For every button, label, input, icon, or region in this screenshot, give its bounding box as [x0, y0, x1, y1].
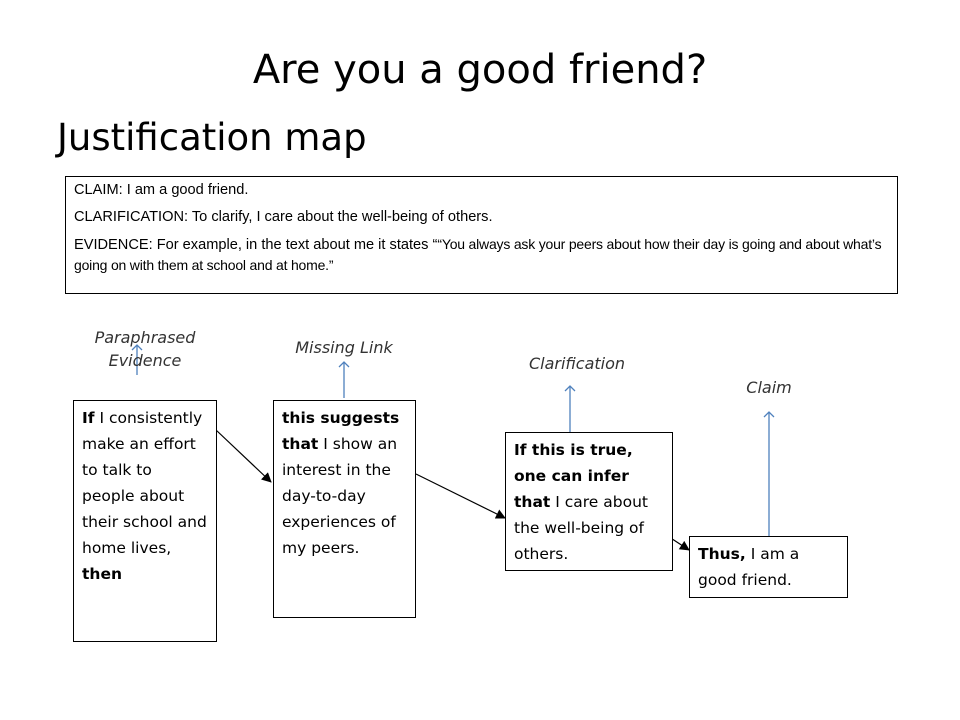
evidence-line: EVIDENCE: For example, in the text about…: [74, 234, 891, 276]
label-paraphrased-evidence: Paraphrased Evidence: [94, 328, 196, 370]
label-clarification: Clarification: [528, 354, 626, 373]
evidence-intro: EVIDENCE: For example, in the text about…: [74, 237, 438, 253]
page-title: Are you a good friend?: [252, 47, 708, 93]
label-claim: Claim: [746, 378, 792, 397]
evidence-box-bold-end: then: [82, 565, 122, 583]
connector-1: [215, 429, 272, 483]
clarification-box: If this is true, one can infer that I ca…: [505, 432, 673, 571]
missing-link-box-text: I show an interest in the day-to-day exp…: [282, 435, 398, 557]
evidence-box-bold-start: If: [82, 409, 95, 427]
claim-box: Thus, I am a good friend.: [689, 536, 848, 598]
missing-link-box: this suggests that I show an interest in…: [273, 400, 416, 618]
evidence-box: If I consistently make an effort to talk…: [73, 400, 217, 642]
page-subtitle: Justification map: [57, 116, 367, 159]
evidence-quote: “You always ask your peers about how the…: [74, 236, 882, 273]
label-missing-link: Missing Link: [295, 338, 393, 357]
clarification-box-text: I care about the well-being of others.: [514, 493, 648, 563]
claim-line: CLAIM: I am a good friend.: [74, 182, 249, 198]
missing-link-box-bold: this suggests that: [282, 409, 400, 453]
evidence-box-text: I consistently make an effort to talk to…: [82, 409, 207, 557]
clarification-line: CLARIFICATION: To clarify, I care about …: [74, 209, 493, 225]
connector-2: [415, 473, 506, 519]
claim-box-bold: Thus,: [698, 545, 746, 563]
clarification-box-bold: If this is true, one can infer that: [514, 441, 633, 511]
claim-summary-box: CLAIM: I am a good friend. CLARIFICATION…: [65, 176, 898, 294]
claim-box-text: I am a good friend.: [698, 545, 800, 589]
